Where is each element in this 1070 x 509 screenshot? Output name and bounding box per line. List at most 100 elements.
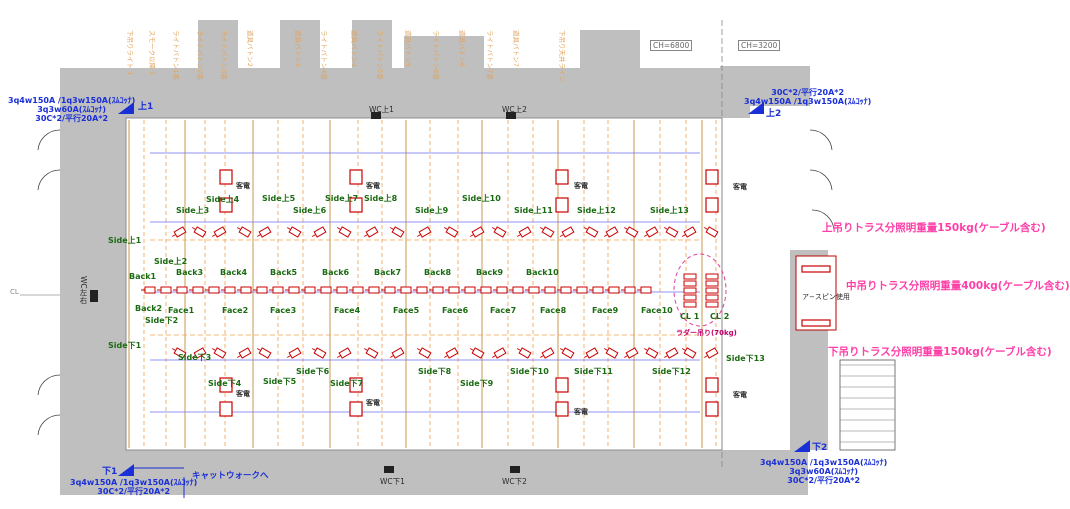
back-label: Back2 [135,304,162,313]
face-label: Face10 [641,306,673,315]
wall [280,20,320,68]
cl-fixture [683,280,697,287]
face-label: Face4 [334,306,361,315]
door-swing [809,129,833,151]
ceiling-height-2: CH=3200 [738,40,781,51]
lighting-fixture [603,226,619,238]
fixture-yoke [539,355,544,358]
power-top-right: 30C*2/平行20A*2 3q4w150A /1q3w150A(ｽﾑｺｯﾅ) [744,88,871,106]
lighting-fixture [605,286,620,294]
wall [720,66,810,106]
fixture-body [400,286,412,294]
lighting-fixture [171,226,187,238]
lighting-fixture [621,286,636,294]
house-light [555,169,569,185]
batten-label: 道具バトン6 [458,30,467,67]
lighting-fixture [416,347,432,359]
lighting-fixture [211,226,227,238]
house-light [705,169,719,185]
fixture-yoke [363,234,368,237]
side-upper-label: Side上6 [293,205,327,215]
cl-label: CL 2 [710,312,729,321]
cl-fixture [683,294,697,301]
fixture-body [238,226,252,238]
fixture-yoke [191,355,196,358]
wall [60,68,126,466]
fixture-yoke [191,227,196,230]
fixture-body [624,286,636,294]
fixture-body [336,286,348,294]
house-light-label: 客電 [573,407,588,416]
house-light [219,197,233,213]
house-light-label: 客電 [573,181,588,190]
lighting-fixture [583,226,599,238]
fixture-yoke [211,348,216,351]
lighting-fixture [583,347,599,359]
fixture-body [173,347,187,359]
fixture-yoke [363,348,368,351]
fixture-body [272,286,284,294]
cable-connector [801,265,831,273]
lighting-fixture [189,286,204,294]
fixture-yoke [516,234,521,237]
lighting-fixture [256,347,272,359]
door-swing [37,414,61,436]
lighting-fixture [397,286,412,294]
face-label: Face9 [592,306,619,315]
batten-label: ライトバトン4番 [320,30,328,80]
wall [60,450,750,495]
lighting-fixture [205,286,220,294]
cable-box [795,255,837,331]
side-upper-label: Side上2 [154,256,187,266]
side-lower-label: Side下5 [263,377,297,386]
house-light [219,401,233,417]
house-light [349,169,363,185]
lighting-fixture [681,226,697,238]
house-light [705,197,719,213]
fixture-body [528,286,540,294]
catwalk-label: キャットウォークへ [192,471,269,481]
lighting-fixture [157,286,172,294]
weight-note-lower: 下吊りトラス分照明重量150kg(ケーブル含む) [828,346,1052,358]
face-label: Face6 [442,306,469,315]
house-light [705,377,719,393]
fixture-body [352,286,364,294]
cl-fixture [705,280,719,287]
fixture-yoke [469,348,474,351]
fixture-yoke [491,355,496,358]
lighting-fixture [333,286,348,294]
batten-label: 下吊りライト 1 [126,30,134,75]
house-light [219,377,233,393]
lighting-fixture [311,347,327,359]
power-tag-top-right: 上2 [766,109,782,119]
lighting-fixture [509,286,524,294]
side-lower-label: Side下2 [145,316,178,325]
batten-label: 道具バトン4 [350,30,359,67]
fixture-yoke [286,355,291,358]
side-lower-label: Side下3 [178,353,211,362]
back-label: Back10 [526,268,559,277]
batten-label: 道具バトン5 [404,30,413,67]
fixture-yoke [236,227,241,230]
cl-fixture [705,301,719,308]
batten-label: スモーク以降 1 [148,30,157,75]
lighting-fixture [191,226,207,238]
fixture-body [560,286,572,294]
lighting-fixture [461,286,476,294]
ladder-label: ラダー吊り(70kg) [676,329,737,337]
lighting-fixture [256,226,272,238]
lighting-fixture [236,347,252,359]
lighting-fixture [589,286,604,294]
side-upper-label: Side上10 [462,193,501,203]
cl-fixture [705,287,719,294]
fixture-yoke [389,227,394,230]
fixture-yoke [211,234,216,237]
cable-note: ア−スピン使用 [802,293,850,301]
fixture-body [176,286,188,294]
fixture-yoke [286,227,291,230]
house-light [349,197,363,213]
fixture-yoke [443,355,448,358]
lighting-fixture [389,226,405,238]
fixture-yoke [311,234,316,237]
lighting-fixture [173,286,188,294]
